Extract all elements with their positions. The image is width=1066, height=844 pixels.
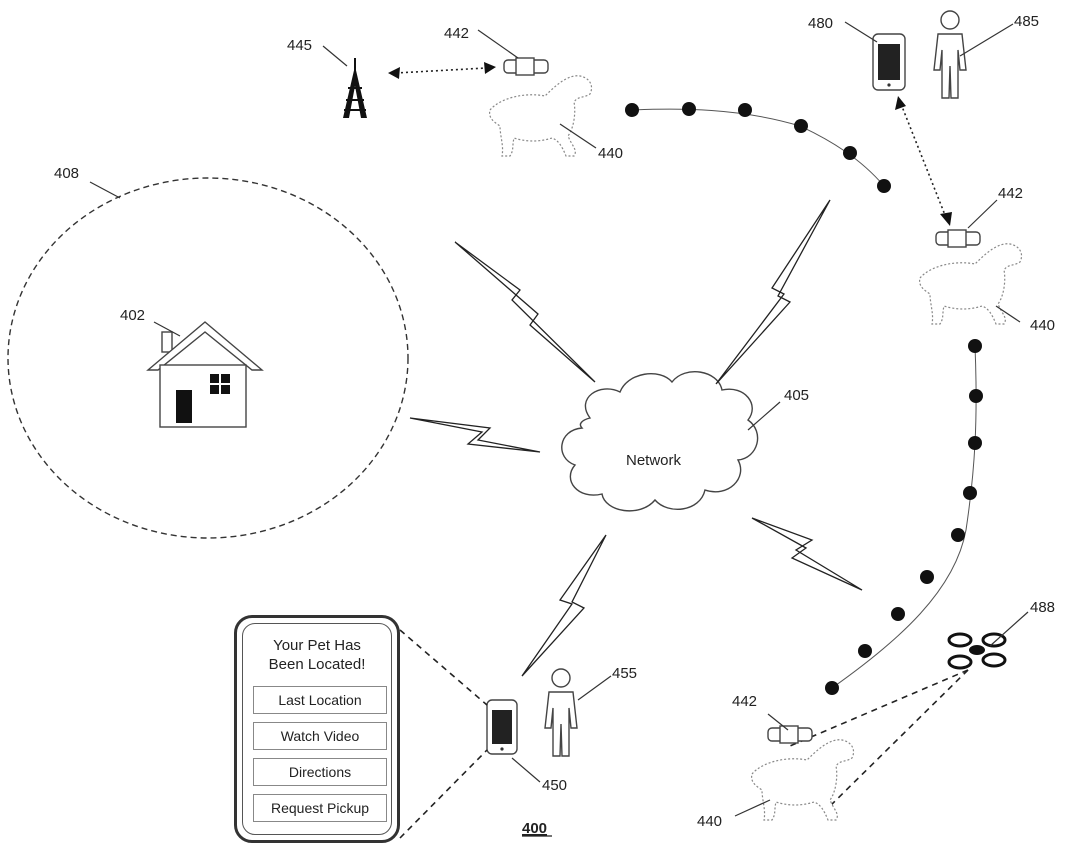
tower-collar-link: [395, 67, 487, 74]
ref-label-drone: 488: [1030, 599, 1055, 616]
ref-label-tower: 445: [287, 37, 312, 54]
network-label: Network: [626, 452, 682, 469]
ref-label-dog-top: 440: [598, 145, 623, 162]
ref-label-phone-bottom: 450: [542, 777, 567, 794]
figure-number: 400: [522, 820, 547, 837]
house-icon: [146, 321, 264, 428]
location-trail: [625, 102, 891, 193]
wireless-link-icon: [521, 534, 607, 677]
phone-screen-panel: Your Pet Has Been Located! Last Location…: [234, 615, 400, 843]
smartphone-icon: [486, 699, 518, 755]
ref-label-dog-bottom: 440: [697, 813, 722, 830]
request-pickup-button[interactable]: Request Pickup: [253, 794, 387, 822]
drone-icon: [947, 632, 1007, 670]
directions-button[interactable]: Directions: [253, 758, 387, 786]
ref-label-network: 405: [784, 387, 809, 404]
collar-icon: [935, 229, 981, 248]
phone-collar-link: [900, 103, 946, 216]
ref-label-person-owner: 485: [1014, 13, 1039, 30]
network-cloud-icon: [561, 371, 759, 512]
phone-screen: Your Pet Has Been Located! Last Location…: [242, 623, 392, 835]
screen-title: Your Pet Has Been Located!: [268, 637, 366, 673]
collar-icon: [503, 57, 549, 76]
ref-label-collar-right: 442: [998, 185, 1023, 202]
geofence-boundary: [7, 177, 409, 539]
person-icon: [933, 10, 967, 99]
ref-label-collar-top: 442: [444, 25, 469, 42]
wireless-link-icon: [751, 517, 863, 591]
last-location-button[interactable]: Last Location: [253, 686, 387, 714]
collar-icon: [767, 725, 813, 744]
cell-tower-icon: [343, 58, 367, 118]
ref-label-person-bottom: 455: [612, 665, 637, 682]
location-trail: [825, 339, 983, 695]
dog-icon: [919, 243, 1023, 325]
person-icon: [544, 668, 578, 757]
ref-label-dog-right: 440: [1030, 317, 1055, 334]
dog-icon: [751, 739, 855, 821]
watch-video-button[interactable]: Watch Video: [253, 722, 387, 750]
ref-label-collar-bottom: 442: [732, 693, 757, 710]
smartphone-icon: [872, 33, 906, 91]
wireless-link-icon: [715, 199, 831, 385]
dog-icon: [489, 75, 593, 157]
ref-label-home: 402: [120, 307, 145, 324]
ref-label-geofence: 408: [54, 165, 79, 182]
wireless-link-icon: [409, 417, 541, 453]
wireless-link-icon: [454, 241, 596, 383]
ref-label-phone-owner: 480: [808, 15, 833, 32]
